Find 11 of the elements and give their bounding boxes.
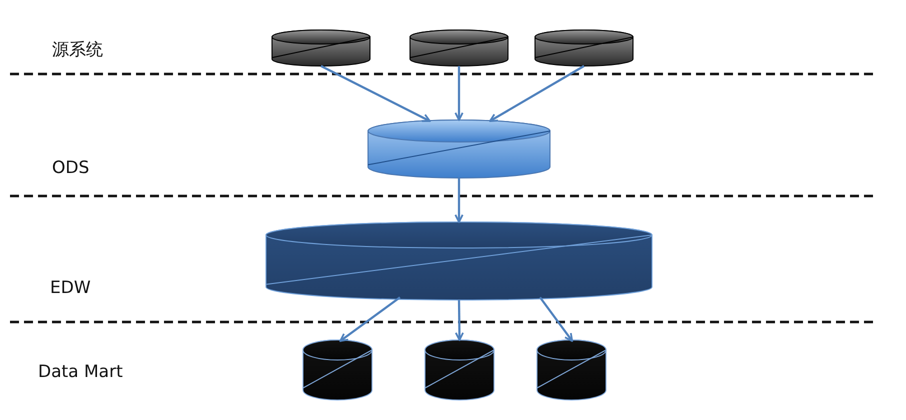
arrow xyxy=(539,296,574,342)
arrow xyxy=(489,65,585,122)
arrow xyxy=(320,65,431,122)
arrow xyxy=(454,66,464,121)
layer-label: 源系统 xyxy=(52,39,103,61)
arrow xyxy=(454,178,464,223)
arrow xyxy=(339,296,401,342)
layer-label: EDW xyxy=(50,278,91,298)
arrow xyxy=(454,300,464,341)
layer-label: Data Mart xyxy=(38,362,123,382)
layer-label: ODS xyxy=(52,158,90,178)
